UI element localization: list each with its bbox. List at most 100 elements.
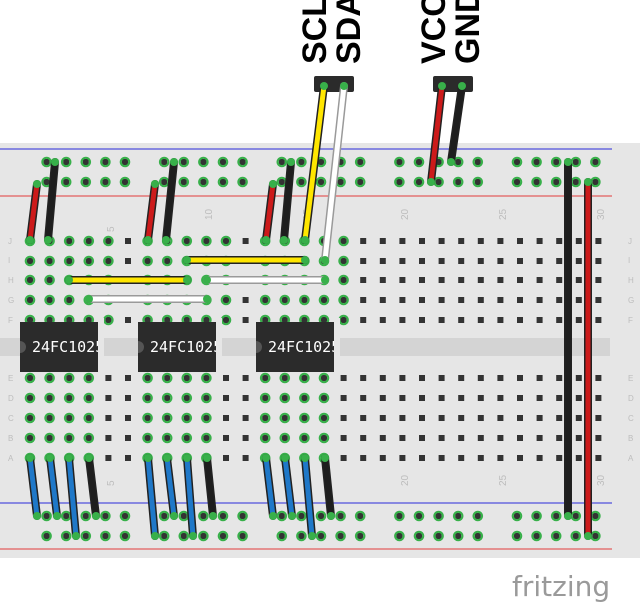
wire[interactable]: [66, 455, 79, 539]
wire[interactable]: [27, 455, 40, 519]
wire[interactable]: [322, 455, 334, 519]
wire[interactable]: [322, 83, 347, 263]
hole-active-ring: [198, 510, 209, 522]
eeprom-chip[interactable]: 24FC1025: [256, 322, 340, 372]
hole: [438, 435, 445, 441]
hole: [105, 258, 112, 264]
hole-active-ring: [511, 156, 523, 168]
row-letter: A: [8, 454, 14, 463]
column-number: 30: [596, 474, 607, 486]
hole: [399, 415, 406, 421]
row-letter: C: [628, 414, 634, 423]
wire[interactable]: [27, 181, 40, 243]
hole: [318, 159, 324, 165]
wire-end: [564, 512, 572, 520]
hole: [223, 317, 229, 323]
wire[interactable]: [145, 455, 158, 539]
wire[interactable]: [263, 455, 276, 519]
wire[interactable]: [281, 159, 294, 243]
hole: [396, 159, 403, 165]
hole: [281, 435, 288, 441]
hole: [536, 455, 543, 461]
hole: [321, 435, 327, 441]
hole-active-ring: [100, 510, 111, 522]
wire[interactable]: [184, 455, 196, 539]
row-letter: G: [628, 296, 634, 305]
wire-end: [203, 295, 211, 303]
hole: [514, 533, 520, 539]
hole-active-ring: [394, 176, 405, 188]
wire[interactable]: [86, 455, 99, 519]
hole: [556, 258, 563, 264]
hole: [262, 317, 269, 323]
hole: [556, 375, 563, 381]
hole-active-ring: [44, 412, 55, 424]
wire[interactable]: [145, 181, 158, 243]
wire[interactable]: [164, 455, 177, 519]
hole-active-ring: [318, 412, 330, 424]
hole-active-ring: [279, 372, 291, 384]
hole: [66, 415, 73, 421]
hole-active-ring: [181, 432, 193, 444]
hole: [477, 415, 484, 421]
column-number: 10: [204, 208, 215, 220]
hole-active-ring: [24, 255, 36, 267]
wire[interactable]: [45, 159, 58, 243]
hole: [477, 297, 484, 303]
hole-active-ring: [142, 392, 153, 404]
hole: [66, 238, 73, 244]
wire[interactable]: [47, 455, 60, 519]
hole: [164, 435, 171, 441]
hole: [200, 513, 207, 519]
wire-end: [144, 236, 152, 244]
wire-end: [92, 512, 100, 520]
hole: [161, 159, 168, 165]
hole: [477, 455, 484, 461]
hole: [575, 455, 582, 461]
hole: [357, 179, 364, 185]
wire[interactable]: [282, 455, 295, 519]
wire[interactable]: [428, 83, 445, 185]
hole: [278, 533, 285, 539]
hole-active-ring: [63, 432, 75, 444]
hole: [595, 297, 602, 303]
wire[interactable]: [302, 83, 327, 243]
wire[interactable]: [263, 181, 276, 243]
wire[interactable]: [163, 159, 177, 243]
wire-end: [262, 236, 270, 244]
hole-active-ring: [276, 156, 288, 168]
hole-active-ring: [161, 432, 173, 444]
hole-active-ring: [394, 156, 405, 168]
hole: [281, 297, 288, 303]
hole-active-ring: [237, 176, 248, 188]
eeprom-chip[interactable]: 24FC1025: [20, 322, 104, 372]
hole: [321, 317, 327, 323]
wire[interactable]: [302, 455, 315, 539]
hole: [592, 513, 599, 519]
hole: [318, 513, 324, 519]
hole: [125, 395, 131, 401]
wire[interactable]: [448, 83, 465, 165]
hole-active-ring: [181, 412, 193, 424]
hole: [337, 179, 344, 185]
eeprom-chip[interactable]: 24FC1025: [138, 322, 222, 372]
hole-active-ring: [142, 372, 153, 384]
hole: [105, 455, 112, 461]
hole: [239, 159, 246, 165]
hole: [399, 297, 406, 303]
hole: [572, 533, 579, 539]
hole: [144, 317, 151, 323]
hole: [497, 317, 504, 323]
hole-active-ring: [83, 432, 95, 444]
hole: [396, 513, 403, 519]
wires: [26, 82, 592, 540]
hole: [220, 533, 226, 539]
hole: [239, 513, 246, 519]
hole: [419, 258, 425, 264]
hole: [458, 375, 465, 381]
sda-label: SDA: [330, 0, 368, 64]
wire[interactable]: [204, 455, 216, 519]
hole: [399, 455, 406, 461]
hole-active-ring: [338, 255, 349, 267]
hole: [556, 238, 563, 244]
